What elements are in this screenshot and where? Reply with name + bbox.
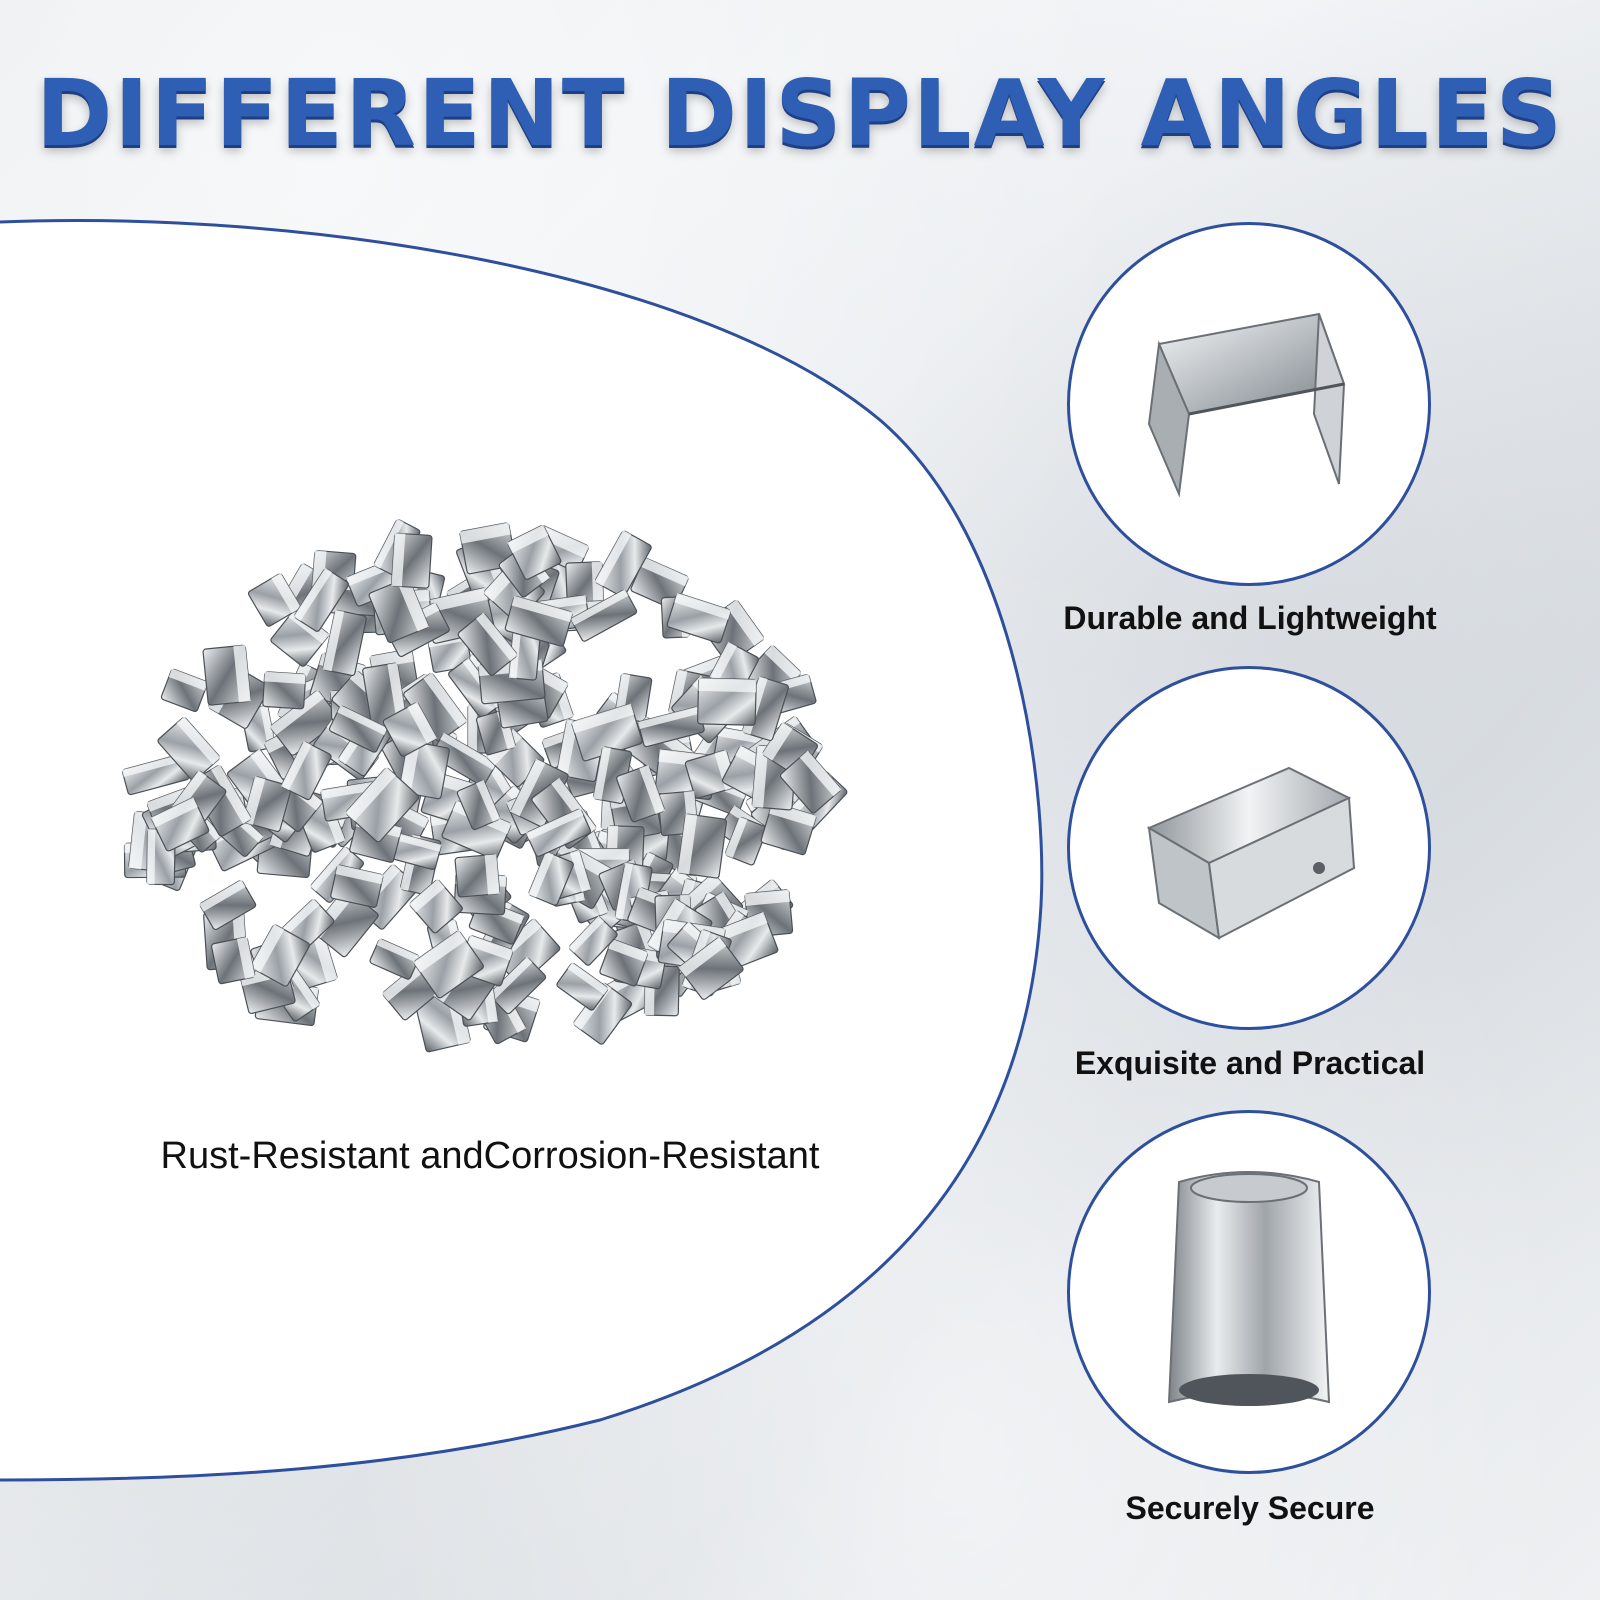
angle-caption-2: Exquisite and Practical bbox=[1074, 1045, 1426, 1081]
angle-circle-end bbox=[1067, 1110, 1431, 1474]
clip-end-icon bbox=[1167, 1171, 1331, 1406]
main-caption: Rust-Resistant andCorrosion-Resistant bbox=[160, 1135, 820, 1177]
headline: DIFFERENT DISPLAY ANGLES bbox=[36, 60, 1564, 167]
clip-side-icon bbox=[1146, 766, 1356, 940]
clip-pile-image bbox=[121, 518, 848, 1053]
angle-caption-1: Durable and Lightweight bbox=[1063, 600, 1437, 636]
angle-caption-3: Securely Secure bbox=[1125, 1490, 1375, 1526]
angle-circle-side bbox=[1067, 666, 1431, 1030]
angle-circle-front bbox=[1067, 222, 1431, 586]
clip-front-icon bbox=[1147, 312, 1346, 498]
